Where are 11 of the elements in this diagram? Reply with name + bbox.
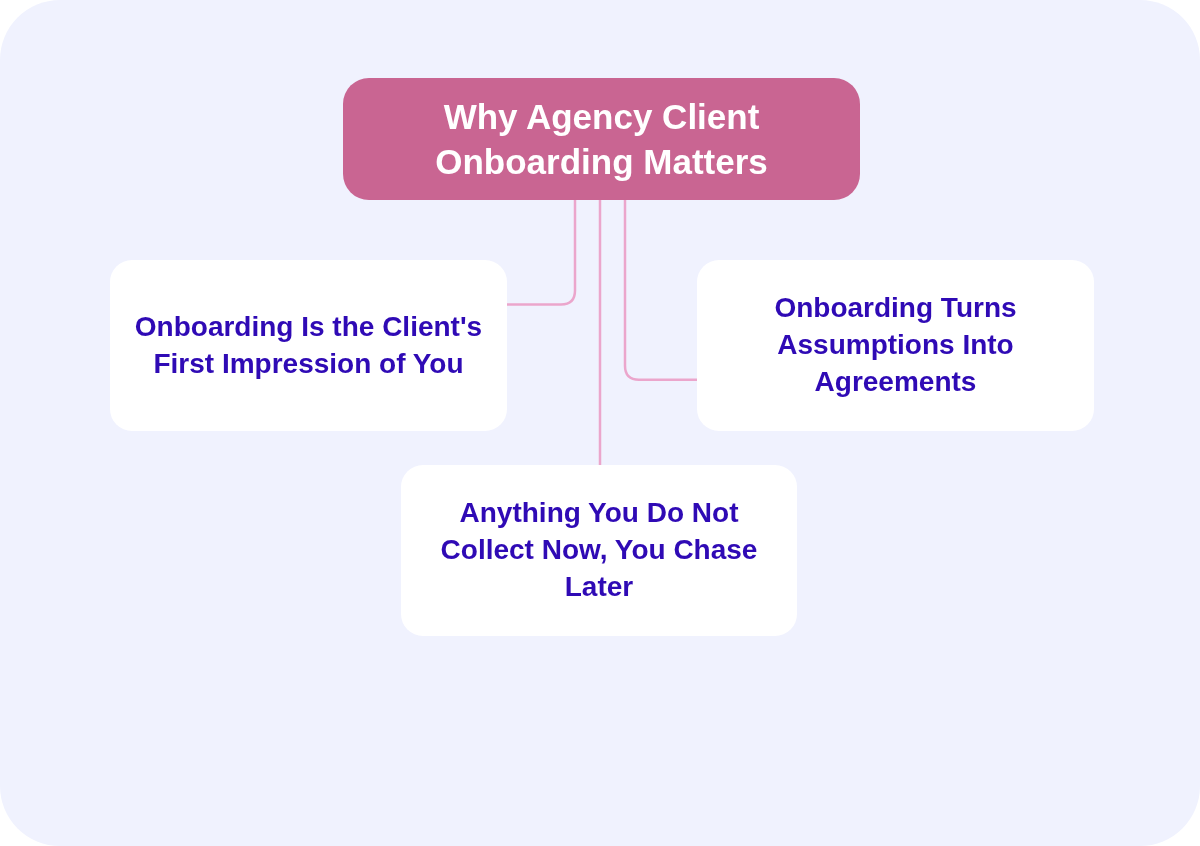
title-box [343,78,860,200]
topic-box [697,260,1094,431]
topic-box [110,260,507,431]
title-text: Why Agency Client Onboarding Matters [434,95,769,183]
topic-text: Anything You Do Not Collect Now, You Chase Later [439,496,759,604]
topic-box [401,465,797,636]
connector-line [507,200,577,306]
connector-line [598,200,602,465]
connector-line [623,200,697,381]
topic-text: Onboarding Turns Assumptions Into Agreements [773,291,1018,399]
topic-text: Onboarding Is the Client's First Impression of You [134,309,483,381]
